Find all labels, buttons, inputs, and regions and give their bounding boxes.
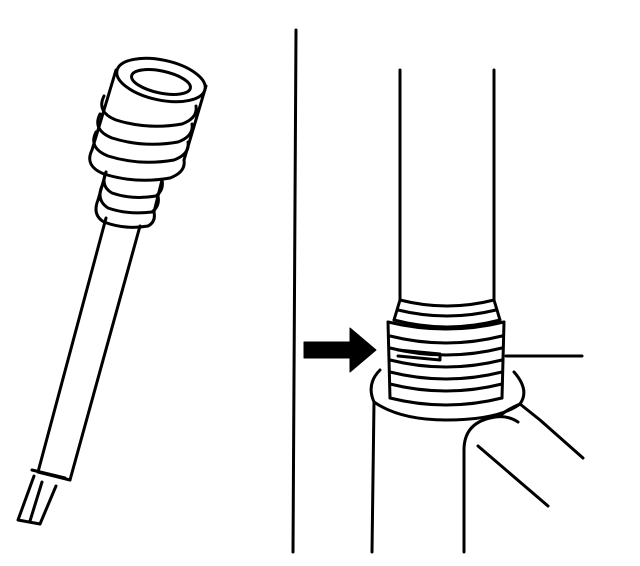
- thread-gap: [396, 348, 442, 362]
- tool-tip: [16, 474, 58, 526]
- tube: [398, 68, 496, 302]
- tool-head: [88, 56, 208, 182]
- threaded-fitting-on-tube: [369, 68, 585, 554]
- tube-thread: [392, 298, 502, 329]
- panel-divider: [291, 28, 298, 554]
- tool-shaft: [30, 216, 142, 482]
- fitting-base: [369, 354, 585, 554]
- tool-collar: [94, 170, 164, 229]
- tool-head-socket: [130, 68, 192, 96]
- tool-with-ribbed-head: [16, 56, 208, 526]
- arrow-right-icon: [303, 327, 377, 373]
- tool-head-top: [115, 56, 207, 104]
- fitting-nut: [386, 320, 506, 407]
